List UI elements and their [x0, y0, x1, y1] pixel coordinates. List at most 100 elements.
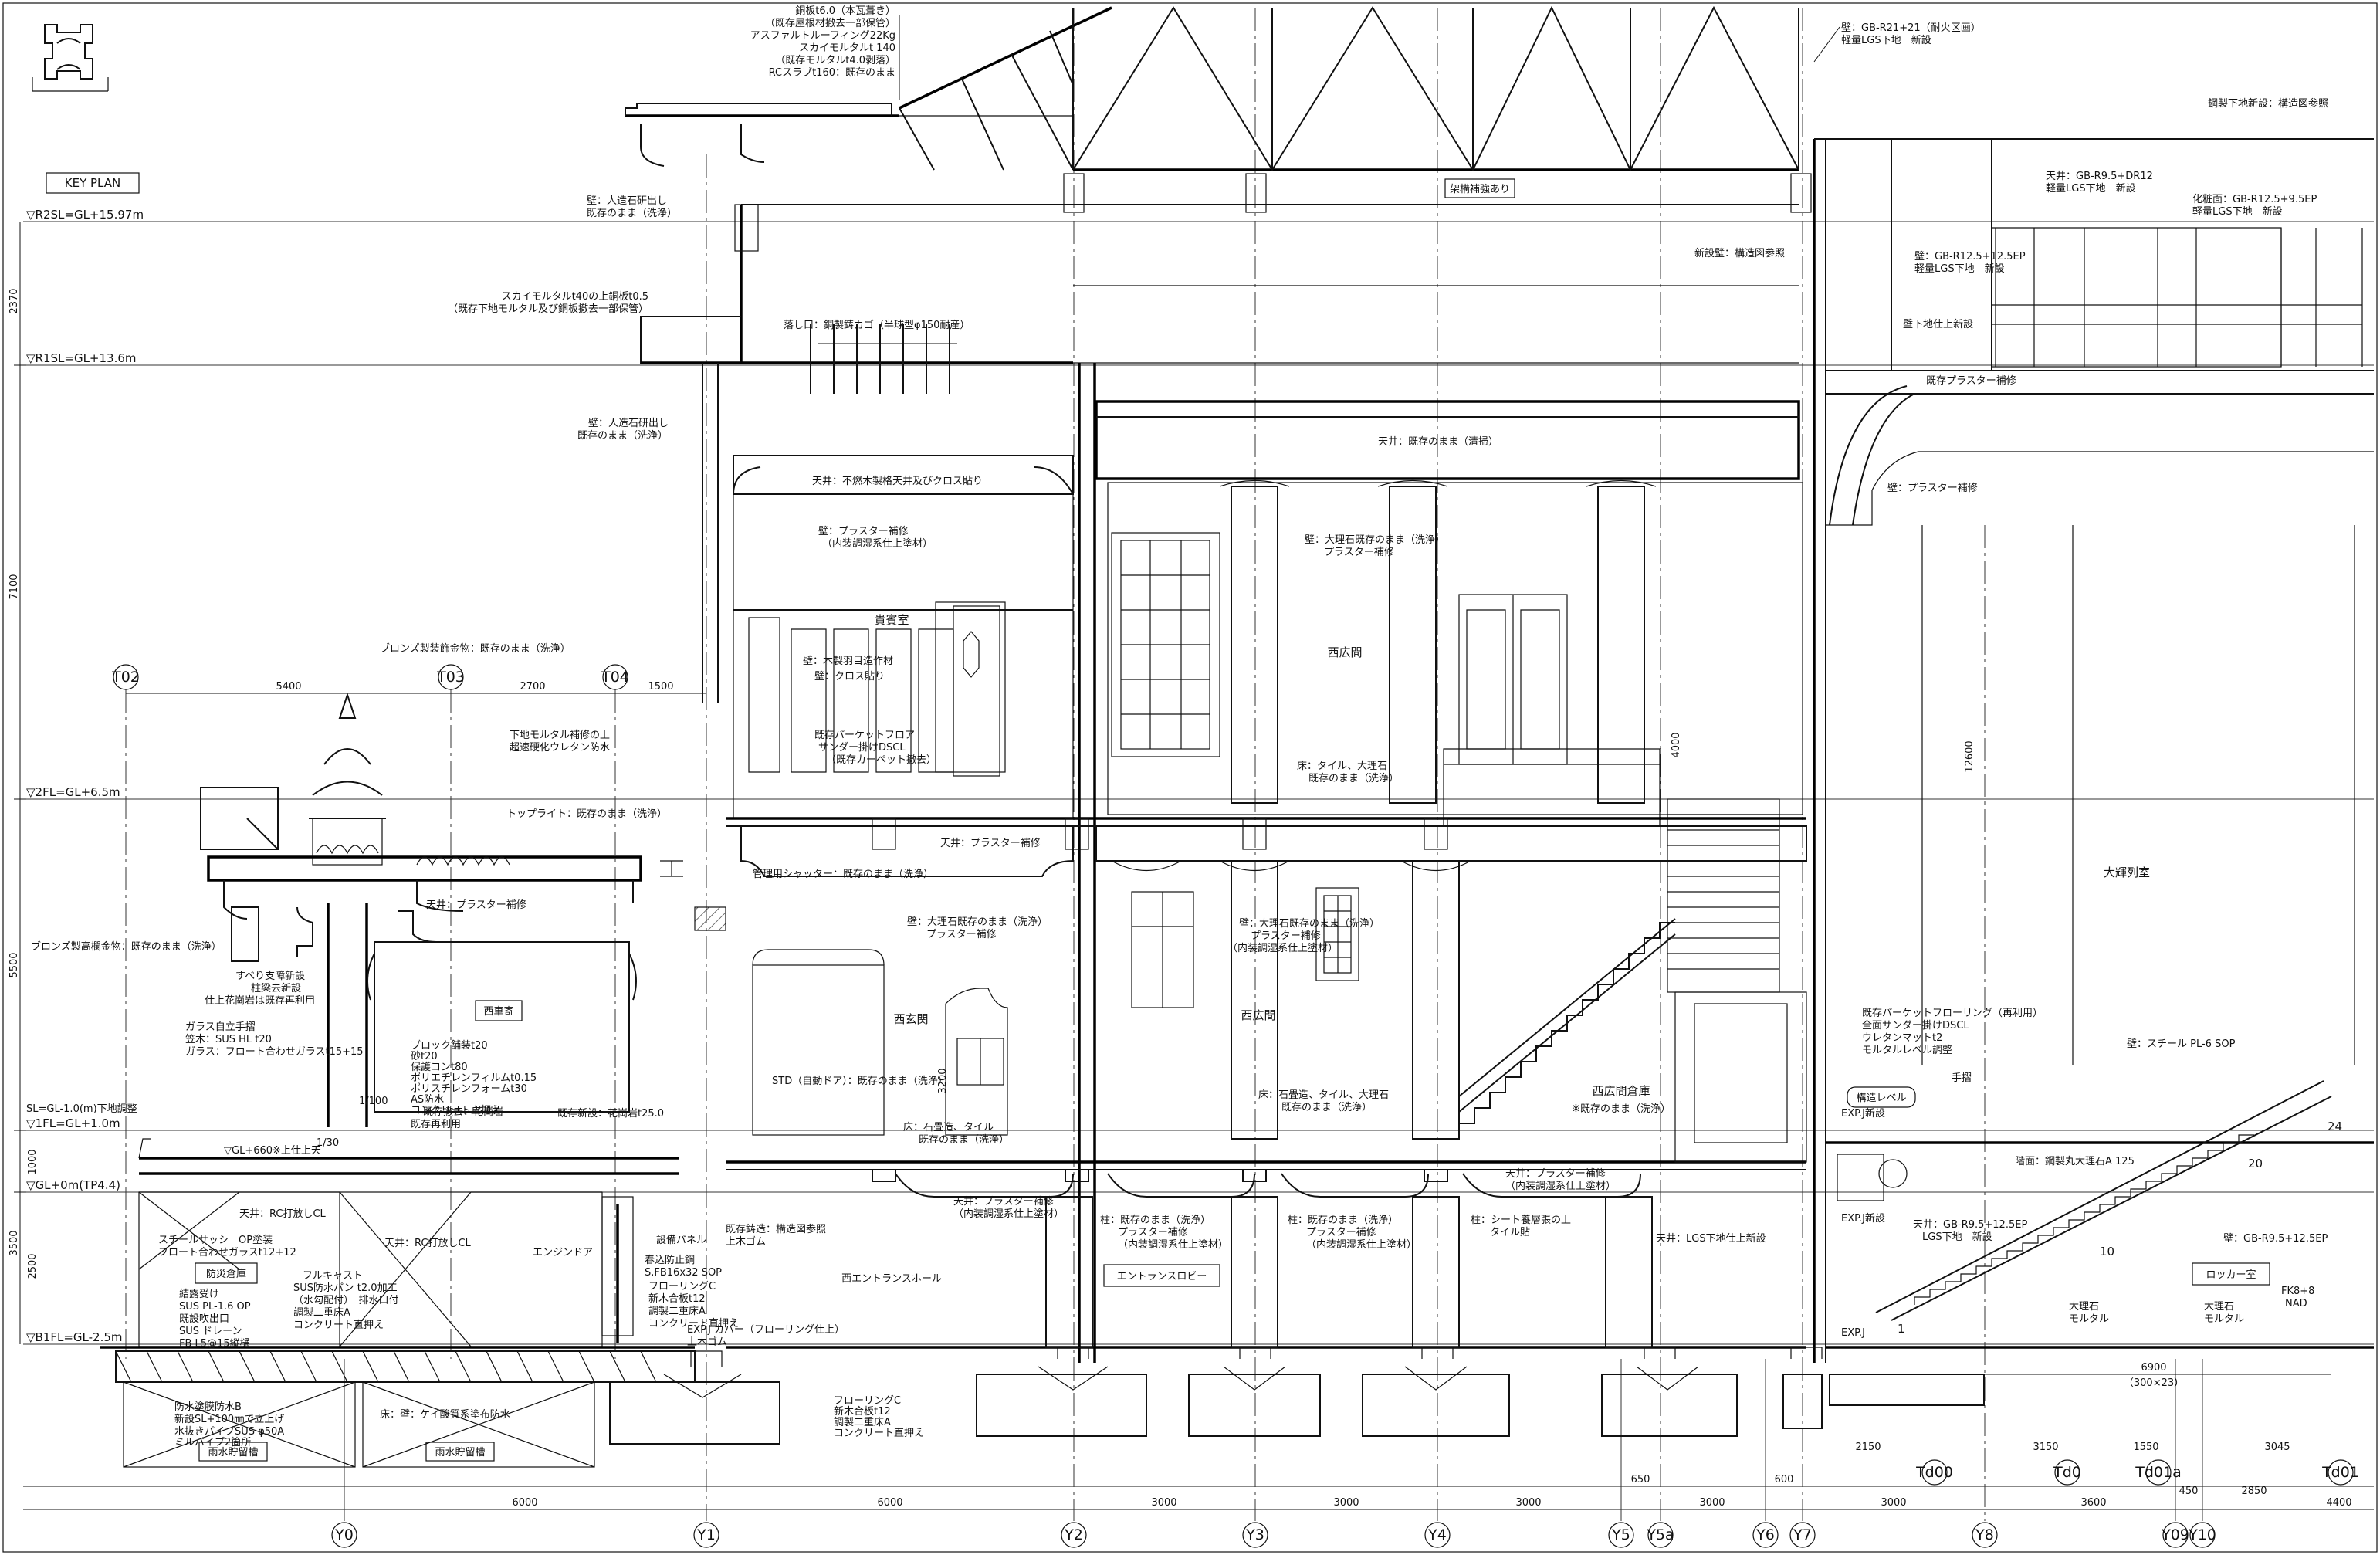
note-full-cast: フルキャスト SUS防水パン t2.0加工 （水勾配付） 排水口付 調製二重床A… [293, 1270, 399, 1331]
note-glass-rail: ガラス自立手摺 笠木：SUS HL t20 ガラス：フロート合わせガラスt15+… [185, 1021, 364, 1058]
note-29-l3: （内装調湿系仕上塗材） [1227, 942, 1338, 954]
note-sky-mortar: スカイモルタルt40の上銅板t0.5 （既存下地モルタル及び銅板撤去一部保管） [448, 291, 648, 315]
grid-y10-group: Y10 [2188, 1359, 2216, 1548]
dim-top-2: 2700 [520, 681, 545, 693]
note-66-l4: コンクリート直押え [834, 1428, 924, 1439]
room-entrance-lobby: エントランスロビー [1117, 1271, 1207, 1282]
note-wall-marble: 壁：大理石既存のまま（洗浄） プラスター補修 [1305, 534, 1445, 558]
note-47-l1: 結露受け [179, 1289, 219, 1300]
note-34-l1: ブロック舗装t20 [411, 1039, 488, 1052]
dim-bottom-5: 3000 [1515, 1497, 1541, 1509]
note-05-l2: 軽量LGS下地 新設 [2192, 205, 2283, 218]
note-fk: FK8+8 NAD [2281, 1286, 2314, 1309]
note-43-l1: 天井：プラスター補修 [953, 1196, 1054, 1208]
note-48-l5: コンクリート直押え [293, 1320, 384, 1331]
grid-y5-group: Y5 [1608, 1359, 1634, 1548]
note-38-l2: 既存のまま（洗浄） [919, 1134, 1009, 1146]
note-03: 鋼製下地新設：構造図参照 [2208, 97, 2328, 110]
note-53-l3: （内装調湿系仕上塗材） [1118, 1238, 1228, 1251]
note-51-l1: フローリングC [648, 1281, 716, 1292]
note-32-l2: 柱梁去新設 [251, 982, 301, 994]
dim-12600: 12600 [1964, 740, 1975, 772]
grid-y6: Y6 [1755, 1526, 1775, 1543]
note-21-l3: （既存カーペット撤去） [826, 754, 936, 766]
note-62-l2: モルタル [2204, 1313, 2244, 1325]
dim-bottom-6: 650 [1631, 1474, 1650, 1486]
room-nishihiroma2: 西広間 [1241, 1008, 1275, 1022]
grid-y5a-group: Y5a [1646, 8, 1674, 1548]
note-62-l1: 大理石 [2204, 1301, 2234, 1313]
grid-y2: Y2 [1064, 1526, 1083, 1543]
room-kouzou-hosyo: 架構補強あり [1450, 184, 1510, 195]
grid-y4-group: Y4 [1424, 8, 1451, 1548]
grid-y4: Y4 [1427, 1526, 1447, 1543]
dim-bottom-2: 6000 [877, 1497, 902, 1509]
exp-j-label: EXP.J [1841, 1327, 1865, 1339]
room-nishihiroma: 西広間 [1327, 645, 1362, 659]
note-40-line-1: ※既存のまま（洗浄） [1572, 1103, 1671, 1115]
grid-y3: Y3 [1245, 1526, 1264, 1543]
note-12-l2: 既存のまま（洗浄） [577, 430, 668, 442]
note-01-l6: RCスラブt160：既存のまま [769, 66, 895, 79]
note-granite-reuse: 既存撤去：花崗岩 既存再利用 [411, 1106, 503, 1130]
dim-bottom-13: 3045 [2264, 1442, 2290, 1453]
right-wing: 大輝列室 24 20 10 1 ロッカー室 6900 （300×23） 構造レベ… [1671, 138, 2374, 1389]
grid-y0: Y0 [334, 1526, 354, 1543]
note-21-l2: サンダー掛けDSCL [818, 742, 906, 754]
note-06-l2: 軽量LGS下地 新設 [1914, 263, 2005, 275]
note-30: ブロンズ製高欄金物：既存のまま（洗浄） [31, 940, 222, 953]
key-plan-label: KEY PLAN [65, 176, 120, 190]
dim-bottom-7: 3000 [1699, 1497, 1725, 1509]
note-07: 壁下地仕上新設 [1903, 318, 1973, 330]
note-18-l2: プラスター補修 [1324, 547, 1394, 558]
dim-top-3: 1500 [648, 681, 673, 693]
room-usui-1: 雨水貯留槽 [208, 1447, 258, 1458]
note-13: 天井：不燃木製格天井及びクロス貼り [812, 475, 983, 487]
note-41-l2: 全面サンダー掛けDSCL [1862, 1019, 1969, 1032]
room-bousaibi: 防災倉庫 [206, 1268, 246, 1280]
grid-right: Td00 Td0 Td01a Td01 [1915, 1459, 2359, 1486]
note-12-l1: 壁：人造石研出し [588, 418, 669, 429]
note-47-l4: SUS ドレーン [179, 1326, 242, 1337]
upper-floor: 貴賓室 西広間 [733, 363, 1803, 1363]
note-marble-1: 大理石 モルタル [2069, 1301, 2109, 1325]
level-1fl: ▽1FL=GL+1.0m [26, 1116, 120, 1130]
level-2fl: ▽2FL=GL+6.5m [26, 785, 120, 799]
note-35-l2: 既存再利用 [411, 1119, 461, 1130]
room-nishikurumayose: 西車寄 [483, 1005, 513, 1018]
stair-count-20: 20 [2248, 1157, 2263, 1170]
annotations: 銅板t6.0（本瓦葺き） （既存屋根材撤去一部保管） アスファルトルーフィング2… [31, 5, 2328, 1448]
note-29-l2: プラスター補修 [1251, 930, 1321, 942]
note-59: 壁：GB-R9.5+12.5EP [2223, 1233, 2328, 1245]
note-wall-marble-3: 壁：大理石既存のまま（洗浄） プラスター補修 （内装調湿系仕上塗材） [1227, 918, 1380, 954]
stair-count-10: 10 [2100, 1245, 2114, 1259]
note-67: エンジンドア [533, 1247, 593, 1259]
note-28-l2: プラスター補修 [926, 929, 997, 940]
note-34-l7: コンクリート直押え [411, 1105, 501, 1116]
note-04-l1: 天井：GB-R9.5+DR12 [2046, 171, 2153, 182]
note-ceiling-plaster-2: 天井：プラスター補修 （内装調湿系仕上塗材） [1505, 1168, 1616, 1192]
slope-ratio-2: 1/100 [359, 1096, 388, 1107]
slope-ratio: 1/30 [317, 1137, 339, 1149]
note-33-l3: ガラス：フロート合わせガラスt15+15 [185, 1046, 364, 1058]
note-02-l1: 壁：GB-R21+21（耐火区画） [1841, 22, 1981, 34]
note-41-l3: ウレタンマットt2 [1862, 1032, 1942, 1044]
dim-bottom-10: 2150 [1855, 1442, 1881, 1453]
grid-td0: Td0 [2053, 1464, 2081, 1481]
note-47-l5: FB L5@15縦樋 [179, 1337, 250, 1350]
note-21-l1: 既存パーケットフロア [814, 730, 915, 741]
note-ceiling-gb-2: 天井：GB-R9.5+12.5EP LGS下地 新設 [1913, 1219, 2027, 1243]
room-kozo-level: 構造レベル [1856, 1093, 1906, 1104]
note-28-l1: 壁：大理石既存のまま（洗浄） [907, 916, 1048, 928]
dim-left-3: 5500 [8, 952, 20, 977]
note-36: 既存新設：花崗岩t25.0 [557, 1107, 664, 1120]
note-72-l2: 上木ゴム [726, 1235, 766, 1248]
note-06-l1: 壁：GB-R12.5+12.5EP [1914, 251, 2026, 263]
note-37: STD（自動ドア）：既存のまま（洗浄） [772, 1076, 948, 1087]
note-25: トップライト：既存のまま（洗浄） [506, 808, 667, 820]
note-66-l1: フローリングC [834, 1395, 901, 1407]
note-slide-support: すべり支障新設 柱梁去新設 仕上花崗岩は既存再利用 [205, 970, 315, 1007]
note-55-l1: 柱：シート養層張の上 [1471, 1214, 1571, 1226]
note-column-3: 柱：シート養層張の上 タイル貼 [1471, 1214, 1571, 1238]
